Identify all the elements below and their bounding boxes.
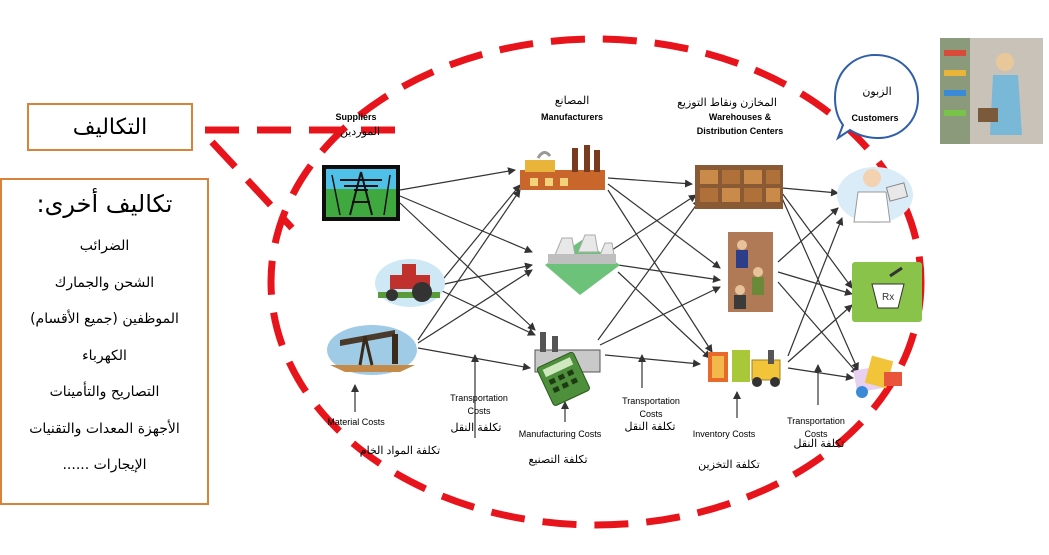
material-costs-ar: تكلفة المواد الخام	[360, 445, 440, 457]
transport1-ar: تكلفة النقل	[451, 422, 502, 434]
customers-label-en: Customers	[851, 113, 898, 123]
power-tower-icon	[322, 165, 400, 221]
power-plant-icon	[545, 235, 620, 295]
warehouses-label-en1: Warehouses &	[709, 112, 772, 122]
other-costs-item: الشحن والجمارك	[2, 265, 207, 302]
transport2-ar: تكلفة النقل	[625, 421, 676, 433]
costs-box: التكاليف	[27, 103, 193, 151]
suppliers-label-ar: الموردين	[340, 126, 380, 138]
manufacturers-label-ar: المصانع	[555, 95, 590, 107]
transport3-en1: Transportation	[787, 416, 845, 426]
inventory-forklift-icon	[708, 350, 780, 387]
other-costs-box: تكاليف أخرى: الضرائب الشحن والجمارك المو…	[0, 178, 209, 505]
inventory-costs-en: Inventory Costs	[693, 429, 756, 439]
costs-box-label: التكاليف	[73, 115, 147, 140]
material-costs-en: Material Costs	[327, 417, 385, 427]
warehouse-icon	[695, 165, 783, 209]
shopping-items-icon	[853, 356, 902, 398]
suppliers-label-en: Suppliers	[335, 112, 376, 122]
transport1-en2: Costs	[467, 406, 491, 416]
factory-icon	[520, 145, 605, 190]
manufacturing-costs-en: Manufacturing Costs	[519, 429, 602, 439]
customer-photo	[940, 38, 1043, 144]
pharmacy-icon: Rx	[852, 262, 922, 322]
other-costs-item: الضرائب	[2, 228, 207, 265]
other-costs-item: التصاريح والتأمينات	[2, 374, 207, 411]
other-costs-item: الموظفين (جميع الأقسام)	[2, 301, 207, 338]
oil-pump-icon	[327, 325, 417, 375]
other-costs-item: الكهرباء	[2, 338, 207, 375]
transport3-ar: تكلفة النقل	[794, 438, 845, 450]
svg-text:Rx: Rx	[882, 292, 894, 303]
customers-label-ar: الزبون	[862, 86, 891, 98]
doctor-icon	[837, 167, 913, 223]
workers-icon	[728, 232, 773, 312]
warehouses-label-en2: Distribution Centers	[697, 126, 784, 136]
tractor-icon	[375, 259, 445, 307]
transport1-en1: Transportation	[450, 393, 508, 403]
inventory-costs-ar: تكلفة التخزين	[698, 459, 760, 471]
other-costs-title: تكاليف أخرى:	[2, 190, 207, 218]
other-costs-item: الأجهزة المعدات والتقنيات	[2, 411, 207, 448]
other-costs-item: الإيجارات ......	[2, 447, 207, 484]
transport2-en1: Transportation	[622, 396, 680, 406]
factory-calculator-icon	[535, 332, 600, 406]
manufacturers-label-en: Manufacturers	[541, 112, 603, 122]
warehouses-label-ar: المخازن ونقاط التوزيع	[677, 97, 777, 109]
transport2-en2: Costs	[639, 409, 663, 419]
flow-arrows	[400, 170, 858, 378]
manufacturing-costs-ar: تكلفة التصنيع	[528, 454, 587, 466]
